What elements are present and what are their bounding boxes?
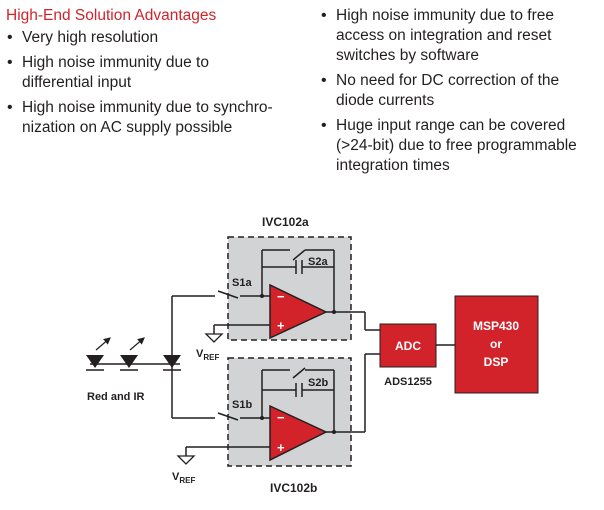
switch-s1b-label: S1b (232, 399, 252, 411)
list-item: High noise immunity due to differential … (6, 53, 306, 93)
top-opamp-minus: − (277, 289, 285, 304)
ivc-top-label: IVC102a (262, 215, 309, 229)
ivc-bottom-label: IVC102b (270, 481, 317, 495)
advantages-left-list: Very high resolution High noise immunity… (6, 28, 306, 138)
vref-bottom-label: VREF (172, 471, 195, 485)
bottom-vref-ground-icon (176, 455, 196, 465)
switch-s2a-label: S2a (308, 256, 328, 268)
list-item: High noise immunity due to free access o… (320, 6, 600, 66)
adc-block (379, 323, 437, 368)
advantages-right-list: High noise immunity due to free access o… (320, 6, 600, 176)
top-opamp (269, 283, 328, 340)
mcu-label-line2: or (490, 337, 502, 351)
bottom-opamp-plus: + (277, 440, 285, 455)
adc-label: ADC (395, 339, 421, 353)
top-vref-ground-icon (204, 333, 224, 343)
list-item: High noise immunity due to synchro- niza… (6, 98, 306, 138)
mcu-label-line1: MSP430 (473, 319, 519, 333)
bottom-opamp-minus: − (277, 410, 285, 425)
mcu-block (454, 295, 539, 394)
mcu-label-line3: DSP (484, 355, 509, 369)
top-integrator (172, 249, 380, 334)
top-opamp-plus: + (277, 318, 285, 333)
switch-s1a-label: S1a (232, 277, 252, 289)
bottom-opamp (269, 404, 328, 462)
list-item: Huge input range can be covered (>24-bit… (320, 116, 600, 176)
photodiode-icon (86, 337, 181, 371)
diode-label: Red and IR (87, 391, 145, 403)
advantages-left-column: High-End Solution Advantages Very high r… (6, 6, 306, 143)
list-item: No need for DC correction of the diode c… (320, 71, 600, 111)
list-item: Very high resolution (6, 28, 306, 48)
advantages-right-column: High noise immunity due to free access o… (320, 6, 600, 181)
adc-part-label: ADS1255 (384, 376, 432, 388)
advantages-heading: High-End Solution Advantages (6, 7, 217, 24)
vref-top-label: VREF (196, 348, 219, 362)
switch-s2b-label: S2b (308, 377, 328, 389)
